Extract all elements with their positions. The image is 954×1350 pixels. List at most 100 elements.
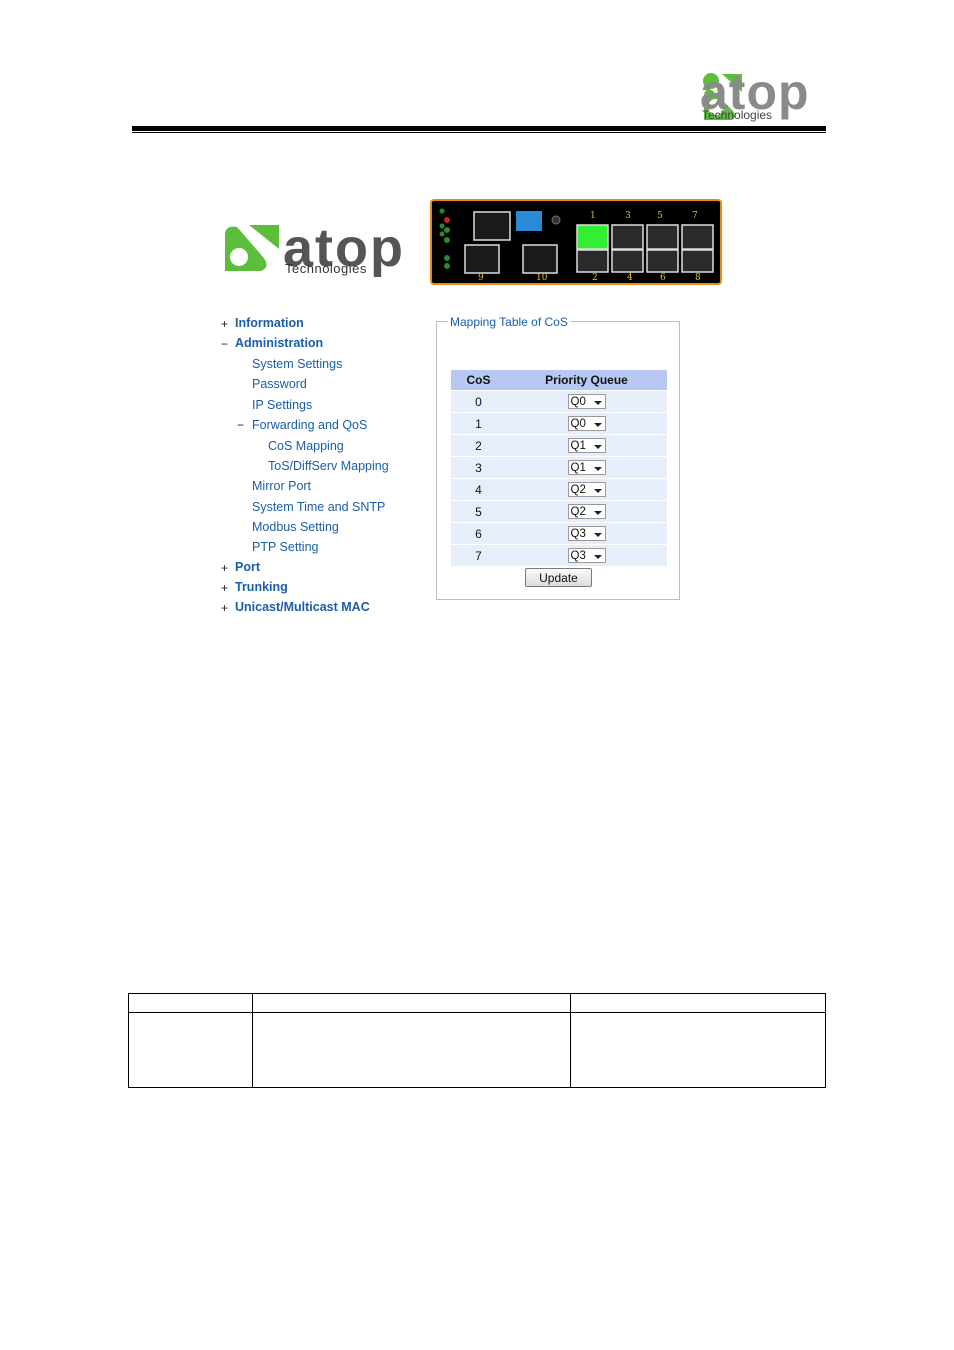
cos-value: 2 xyxy=(451,435,506,456)
port-number: 4 xyxy=(627,273,633,283)
queue-value: Q2 xyxy=(570,484,586,497)
table-row: 2 Q1 xyxy=(451,435,667,456)
port-number: 7 xyxy=(692,211,698,221)
cos-value: 1 xyxy=(451,413,506,434)
update-button[interactable]: Update xyxy=(525,568,592,587)
expand-icon[interactable]: + xyxy=(221,601,229,612)
queue-select[interactable]: Q3 xyxy=(567,526,606,542)
dropdown-arrow-icon[interactable] xyxy=(593,467,602,472)
port-number: 3 xyxy=(625,211,631,221)
queue-cell: Q1 xyxy=(506,435,667,456)
queue-cell: Q0 xyxy=(506,413,667,434)
table-row: 1 Q0 xyxy=(451,413,667,434)
dropdown-arrow-icon[interactable] xyxy=(593,533,602,538)
led-icon xyxy=(444,237,450,243)
header-logo-sub: Technologies xyxy=(702,108,773,122)
device-panel: 1 3 5 7 2 4 6 8 9 10 xyxy=(430,199,722,285)
queue-select[interactable]: Q2 xyxy=(567,482,606,498)
nav-modbus-setting[interactable]: Modbus Setting xyxy=(252,520,339,534)
nav-tos-diffserv-mapping[interactable]: ToS/DiffServ Mapping xyxy=(268,459,389,473)
cos-value: 0 xyxy=(451,391,506,412)
queue-select[interactable]: Q1 xyxy=(567,460,606,476)
led-icon xyxy=(439,223,445,229)
queue-value: Q3 xyxy=(570,550,586,563)
nav-ip-settings[interactable]: IP Settings xyxy=(252,398,313,412)
led-icon xyxy=(444,255,450,261)
table-row: 0 Q0 xyxy=(451,391,667,412)
nav-administration[interactable]: Administration xyxy=(235,336,324,350)
cos-mapping-table: CoS Priority Queue 0 Q0 1 Q0 2 Q1 3 Q1 4… xyxy=(451,369,667,567)
queue-select[interactable]: Q3 xyxy=(567,548,606,564)
expand-icon[interactable]: + xyxy=(221,317,229,331)
queue-value: Q0 xyxy=(570,396,586,409)
dropdown-arrow-icon[interactable] xyxy=(593,445,602,450)
mapping-legend: Mapping Table of CoS xyxy=(448,315,570,329)
port-number: 6 xyxy=(660,273,666,283)
nav-port[interactable]: Port xyxy=(235,560,260,574)
dropdown-arrow-icon[interactable] xyxy=(593,555,602,560)
dropdown-arrow-icon[interactable] xyxy=(593,423,602,428)
expand-icon[interactable]: + xyxy=(221,561,229,575)
queue-value: Q0 xyxy=(570,418,586,431)
header-rule-thin xyxy=(132,132,826,133)
port-number: 1 xyxy=(590,211,596,221)
dropdown-arrow-icon[interactable] xyxy=(593,489,602,494)
document-table xyxy=(128,993,826,1088)
dropdown-arrow-icon[interactable] xyxy=(593,511,602,516)
app-logo-word: atop xyxy=(283,218,405,278)
port-number: 5 xyxy=(657,211,663,221)
atop-logo-mark xyxy=(703,73,742,120)
port-number: 8 xyxy=(695,273,701,283)
header-logo-word: atop xyxy=(700,64,810,120)
table-row: 3 Q1 xyxy=(451,457,667,478)
queue-cell: Q1 xyxy=(506,457,667,478)
nav-tree: + Information − Administration System Se… xyxy=(218,312,430,612)
table-row: 6 Q3 xyxy=(451,523,667,544)
cos-value: 6 xyxy=(451,523,506,544)
queue-select[interactable]: Q2 xyxy=(567,504,606,520)
port-number: 10 xyxy=(536,273,548,283)
app-logo-mark xyxy=(225,225,279,271)
queue-cell: Q3 xyxy=(506,545,667,566)
cos-value: 5 xyxy=(451,501,506,522)
nav-password[interactable]: Password xyxy=(252,377,307,391)
queue-cell: Q2 xyxy=(506,501,667,522)
header-cos: CoS xyxy=(451,370,506,390)
nav-mirror-port[interactable]: Mirror Port xyxy=(252,479,312,493)
nav-system-settings[interactable]: System Settings xyxy=(252,357,343,371)
expand-icon[interactable]: + xyxy=(221,581,229,595)
queue-value: Q2 xyxy=(570,506,586,519)
nav-information[interactable]: Information xyxy=(235,316,304,330)
port-number: 2 xyxy=(592,273,598,283)
cos-value: 7 xyxy=(451,545,506,566)
led-icon xyxy=(439,231,445,237)
table-row: 5 Q2 xyxy=(451,501,667,522)
nav-forwarding-qos[interactable]: Forwarding and QoS xyxy=(252,418,368,432)
table-row: 4 Q2 xyxy=(451,479,667,500)
nav-unicast-multicast-mac[interactable]: Unicast/Multicast MAC xyxy=(235,600,370,612)
nav-trunking[interactable]: Trunking xyxy=(235,580,288,594)
queue-value: Q1 xyxy=(570,440,586,453)
table-header-row: CoS Priority Queue xyxy=(451,370,667,390)
port-number: 9 xyxy=(478,273,484,283)
dropdown-arrow-icon[interactable] xyxy=(593,401,602,406)
collapse-icon[interactable]: − xyxy=(237,418,245,432)
led-icon xyxy=(444,217,450,223)
cos-value: 4 xyxy=(451,479,506,500)
queue-cell: Q0 xyxy=(506,391,667,412)
queue-value: Q1 xyxy=(570,462,586,475)
nav-ptp-setting[interactable]: PTP Setting xyxy=(252,540,319,554)
cos-value: 3 xyxy=(451,457,506,478)
queue-select[interactable]: Q0 xyxy=(567,416,606,432)
led-icon xyxy=(444,263,450,269)
nav-cos-mapping[interactable]: CoS Mapping xyxy=(268,439,344,453)
nav-system-time-sntp[interactable]: System Time and SNTP xyxy=(252,500,386,514)
header-priority-queue: Priority Queue xyxy=(506,370,667,390)
app-logo-sub: Technologies xyxy=(285,261,367,276)
queue-select[interactable]: Q0 xyxy=(567,394,606,410)
queue-select[interactable]: Q1 xyxy=(567,438,606,454)
queue-cell: Q3 xyxy=(506,523,667,544)
table-divider xyxy=(570,994,571,1087)
collapse-icon[interactable]: − xyxy=(221,337,229,351)
queue-cell: Q2 xyxy=(506,479,667,500)
